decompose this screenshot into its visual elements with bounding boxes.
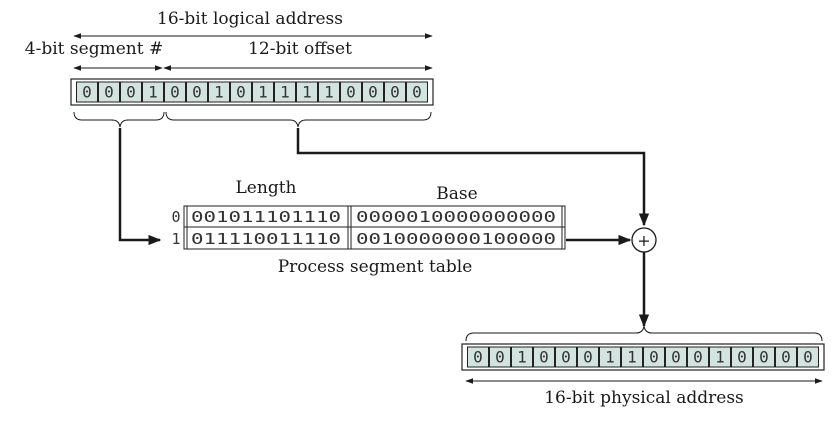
logical-bit-value: 0 bbox=[170, 83, 180, 102]
logical-bit-cell bbox=[120, 81, 142, 103]
physical-bit-value: 0 bbox=[473, 348, 483, 367]
logical-bit-cell bbox=[76, 81, 98, 103]
offset-brace bbox=[165, 111, 432, 128]
logical-bit-value: 0 bbox=[82, 83, 92, 102]
adder-plus-icon: + bbox=[637, 231, 650, 250]
physical-bit-value: 0 bbox=[495, 348, 505, 367]
logical-bit-value: 1 bbox=[280, 83, 290, 102]
physical-bit-value: 1 bbox=[517, 348, 527, 367]
logical-bit-value: 0 bbox=[390, 83, 400, 102]
logical-bit-value: 0 bbox=[192, 83, 202, 102]
physical-brace bbox=[465, 325, 823, 342]
table-row-1-length: 011110011110 bbox=[191, 230, 341, 248]
physical-bit-value: 0 bbox=[803, 348, 813, 367]
logical-address-title: 16-bit logical address bbox=[157, 9, 343, 29]
table-row-0-index: 0 bbox=[171, 208, 180, 226]
physical-bit-value: 0 bbox=[583, 348, 593, 367]
table-row-1-base-cell bbox=[347, 226, 566, 250]
physical-bit-value: 0 bbox=[781, 348, 791, 367]
physical-bit-value: 1 bbox=[605, 348, 615, 367]
logical-bit-cell bbox=[296, 81, 318, 103]
offset-to-adder-arrow bbox=[296, 128, 650, 227]
physical-bit-cell bbox=[621, 346, 643, 368]
physical-bit-cell bbox=[489, 346, 511, 368]
base-column-header: Base bbox=[436, 184, 477, 204]
segment-table-caption: Process segment table bbox=[278, 257, 473, 277]
physical-bit-cell bbox=[687, 346, 709, 368]
logical-bit-cell bbox=[186, 81, 208, 103]
table-row-0-length: 001011101110 bbox=[191, 208, 341, 226]
physical-bit-value: 0 bbox=[671, 348, 681, 367]
physical-address-title: 16-bit physical address bbox=[544, 388, 744, 408]
offset-label: 12-bit offset bbox=[248, 39, 352, 59]
physical-bit-value: 1 bbox=[627, 348, 637, 367]
physical-bit-cell bbox=[665, 346, 687, 368]
logical-bit-cell bbox=[340, 81, 362, 103]
logical-bit-cell bbox=[98, 81, 120, 103]
physical-bit-cell bbox=[797, 346, 819, 368]
logical-bit-value: 1 bbox=[324, 83, 334, 102]
physical-bit-cell bbox=[709, 346, 731, 368]
segment-index-flow-arrow bbox=[118, 128, 162, 246]
table-row-0-base: 0000010000000000 bbox=[356, 208, 556, 226]
physical-bit-value: 0 bbox=[737, 348, 747, 367]
logical-bit-cell bbox=[406, 81, 428, 103]
physical-bit-value: 0 bbox=[539, 348, 549, 367]
logical-bit-value: 0 bbox=[104, 83, 114, 102]
physical-bit-cell bbox=[555, 346, 577, 368]
physical-bit-cell bbox=[731, 346, 753, 368]
physical-bit-value: 0 bbox=[561, 348, 571, 367]
physical-bit-cell bbox=[511, 346, 533, 368]
logical-bit-value: 0 bbox=[236, 83, 246, 102]
logical-bit-value: 0 bbox=[368, 83, 378, 102]
logical-bit-cell bbox=[142, 81, 164, 103]
logical-bit-value: 1 bbox=[258, 83, 268, 102]
segment-number-label: 4-bit segment # bbox=[25, 39, 163, 59]
logical-bit-cell bbox=[230, 81, 252, 103]
logical-bit-cell bbox=[252, 81, 274, 103]
logical-bit-cell bbox=[318, 81, 340, 103]
logical-bit-value: 0 bbox=[126, 83, 136, 102]
physical-bit-value: 1 bbox=[715, 348, 725, 367]
logical-bit-value: 1 bbox=[214, 83, 224, 102]
logical-bit-value: 0 bbox=[346, 83, 356, 102]
logical-bit-cell bbox=[362, 81, 384, 103]
physical-bit-cell bbox=[753, 346, 775, 368]
physical-bit-value: 0 bbox=[693, 348, 703, 367]
logical-bit-value: 1 bbox=[302, 83, 312, 102]
physical-bit-cell bbox=[599, 346, 621, 368]
logical-bit-cell bbox=[164, 81, 186, 103]
logical-bit-cell bbox=[208, 81, 230, 103]
segment-brace bbox=[73, 111, 165, 128]
length-column-header: Length bbox=[236, 178, 297, 198]
physical-bit-cell bbox=[467, 346, 489, 368]
logical-bit-cell bbox=[274, 81, 296, 103]
physical-bit-value: 0 bbox=[649, 348, 659, 367]
physical-bit-cell bbox=[775, 346, 797, 368]
table-row-1-index: 1 bbox=[171, 230, 180, 248]
logical-bit-value: 0 bbox=[412, 83, 422, 102]
physical-bit-value: 0 bbox=[759, 348, 769, 367]
logical-bit-cell bbox=[384, 81, 406, 103]
physical-bit-cell bbox=[643, 346, 665, 368]
table-row-1-base: 0010000000100000 bbox=[356, 230, 556, 248]
logical-bit-value: 1 bbox=[148, 83, 158, 102]
physical-bit-cell bbox=[577, 346, 599, 368]
physical-bit-cell bbox=[533, 346, 555, 368]
